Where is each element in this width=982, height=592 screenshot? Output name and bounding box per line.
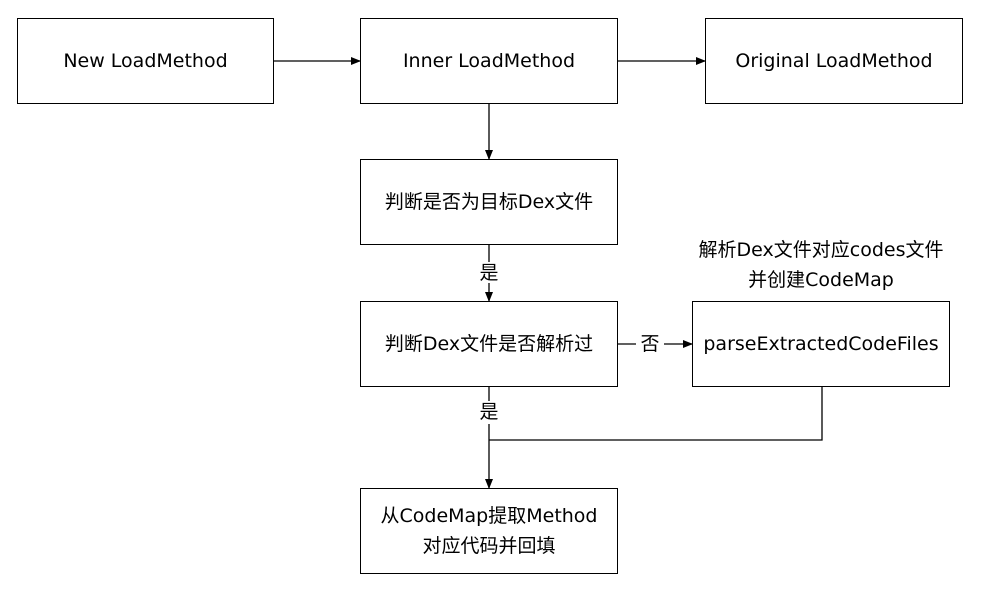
edge-label-no: 否 — [638, 329, 662, 359]
node-parse-extracted-code-files-label: parseExtractedCodeFiles — [703, 333, 939, 355]
parse-note-line1: 解析Dex文件对应codes文件 — [698, 239, 944, 261]
node-check-target-dex: 判断是否为目标Dex文件 — [360, 159, 618, 245]
node-extract-method: 从CodeMap提取Method 对应代码并回填 — [360, 488, 618, 574]
node-check-target-dex-label: 判断是否为目标Dex文件 — [384, 191, 594, 213]
node-original-load-method: Original LoadMethod — [705, 18, 963, 104]
arrow-parse-to-extract — [489, 387, 823, 441]
node-check-dex-parsed: 判断Dex文件是否解析过 — [360, 301, 618, 387]
node-new-load-method-label: New LoadMethod — [63, 50, 228, 72]
parse-note: 解析Dex文件对应codes文件 并创建CodeMap — [680, 235, 962, 295]
node-inner-load-method: Inner LoadMethod — [360, 18, 618, 104]
node-parse-extracted-code-files: parseExtractedCodeFiles — [692, 301, 950, 387]
node-check-dex-parsed-label: 判断Dex文件是否解析过 — [384, 333, 594, 355]
edge-label-yes-parsed-text: 是 — [479, 401, 499, 423]
node-new-load-method: New LoadMethod — [17, 18, 274, 104]
edge-label-yes-parsed: 是 — [477, 397, 501, 427]
edge-label-yes-target: 是 — [477, 258, 501, 288]
node-original-load-method-label: Original LoadMethod — [735, 50, 933, 72]
parse-note-line2: 并创建CodeMap — [748, 269, 894, 291]
edge-label-yes-target-text: 是 — [479, 262, 499, 284]
node-inner-load-method-label: Inner LoadMethod — [402, 50, 576, 72]
edge-label-no-text: 否 — [640, 333, 660, 355]
node-extract-method-line2: 对应代码并回填 — [422, 535, 556, 557]
node-extract-method-line1: 从CodeMap提取Method — [380, 505, 598, 527]
